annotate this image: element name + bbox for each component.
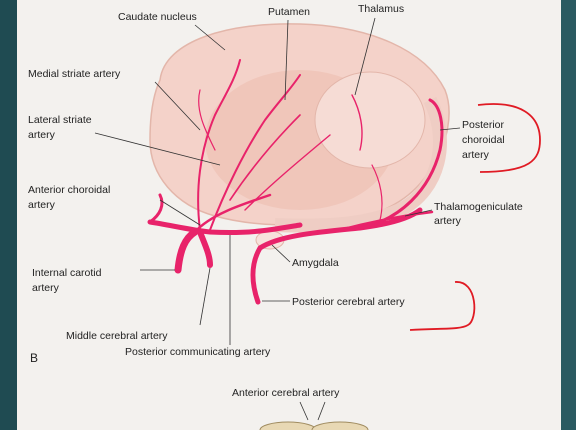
internal-carotid-artery	[174, 228, 199, 274]
label-posterior-cerebral-artery: Posterior cerebral artery	[292, 296, 405, 308]
label-posterior-choroidal-3: artery	[462, 149, 490, 161]
thalamogeniculate-artery-vessel	[338, 210, 434, 232]
figure-letter: B	[30, 351, 38, 365]
label-posterior-choroidal-1: Posterior	[462, 119, 505, 131]
label-anterior-choroidal-2: artery	[28, 199, 56, 211]
annotation-bracket-posterior-choroidal	[477, 103, 541, 173]
leader-middle-cerebral	[199, 267, 211, 326]
leader-thalamus	[354, 17, 376, 96]
label-putamen: Putamen	[268, 6, 310, 18]
annotation-bracket-posterior-cerebral	[409, 281, 476, 331]
leader-medial-striate	[154, 81, 201, 131]
label-medial-striate-artery: Medial striate artery	[28, 68, 121, 80]
leader-caudate	[194, 24, 226, 51]
label-internal-carotid-1: Internal carotid	[32, 267, 102, 279]
label-thalamogeniculate-1: Thalamogeniculate	[434, 201, 523, 213]
label-caudate-nucleus: Caudate nucleus	[118, 11, 197, 23]
label-posterior-choroidal-2: choroidal	[462, 134, 505, 146]
label-lateral-striate-1: Lateral striate	[28, 114, 92, 126]
thalamic-branch	[351, 94, 363, 151]
striate-branch-1	[229, 114, 301, 201]
leader-putamen	[284, 19, 289, 101]
slide-edge	[561, 0, 576, 430]
leader-amygdala	[271, 244, 291, 263]
leader-lateral-striate	[94, 132, 221, 166]
striate-branch-2	[244, 134, 331, 211]
anterior-cerebral-stub	[148, 193, 164, 224]
leader-posterior-choroidal	[439, 127, 461, 131]
striate-branch-3	[198, 89, 216, 151]
label-anterior-choroidal-1: Anterior choroidal	[28, 184, 110, 196]
thalamus-shape	[314, 71, 426, 169]
leader-anterior-choroidal	[159, 199, 201, 226]
lateral-striate-artery-vessel	[209, 74, 301, 231]
label-internal-carotid-2: artery	[32, 282, 60, 294]
label-middle-cerebral-artery: Middle cerebral artery	[66, 330, 168, 342]
medial-striate-artery-vessel	[197, 59, 241, 231]
leader-thalamogeniculate	[404, 209, 433, 217]
label-thalamus: Thalamus	[358, 3, 404, 15]
middle-cerebral-artery	[197, 229, 213, 268]
label-anterior-cerebral-artery: Anterior cerebral artery	[232, 387, 340, 399]
label-lateral-striate-2: artery	[28, 129, 56, 141]
posterior-cerebral-artery-vessel	[250, 207, 423, 305]
thalamic-branch-2	[371, 164, 383, 221]
label-thalamogeniculate-2: artery	[434, 215, 462, 227]
next-figure-partial	[259, 401, 369, 430]
artery-trunk	[147, 219, 303, 236]
label-amygdala: Amygdala	[292, 257, 339, 269]
label-posterior-communicating-artery: Posterior communicating artery	[125, 346, 271, 358]
